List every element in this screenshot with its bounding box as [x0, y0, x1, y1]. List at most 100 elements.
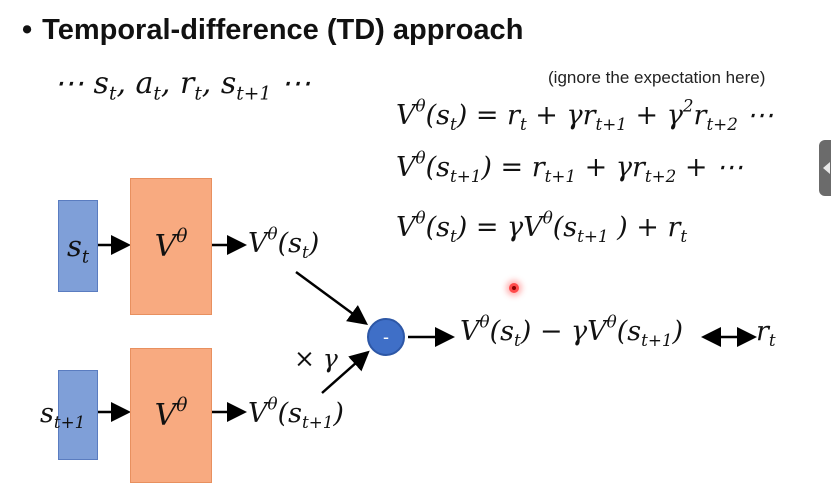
eq1-rhs-b: + γr: [526, 100, 596, 131]
eq1-rhs-tail: ⋯: [737, 100, 774, 131]
eq2-V: V: [396, 152, 416, 183]
eq2-rhs-b: + γr: [576, 152, 645, 183]
eq1-rhs-c-sup: 2: [682, 95, 694, 116]
eq2-rhs-a: = r: [491, 152, 545, 183]
eq1-close: ): [456, 100, 468, 131]
out1-arg: (s: [277, 228, 302, 259]
seq-r: r: [179, 66, 195, 101]
input1-label: st: [66, 229, 89, 266]
eq3-rhs-a: = γV: [467, 212, 543, 243]
input1-sub: t: [81, 246, 90, 268]
input2-label: st+1: [40, 398, 86, 432]
seq-s-next: s: [220, 66, 237, 101]
out2-theta: θ: [267, 393, 278, 414]
value-network-1: Vθ: [130, 178, 212, 315]
eq1-arg: (s: [425, 100, 450, 131]
eq1-rhs-a-sub: t: [519, 113, 527, 134]
net2-label: Vθ: [154, 395, 188, 433]
net2-theta: θ: [176, 395, 188, 417]
res-close: ): [672, 316, 684, 347]
eq1-rhs-b-sub: t+1: [595, 113, 627, 134]
eq1-rhs-c2: r: [693, 100, 707, 131]
out2-arg: (s: [277, 398, 302, 429]
eq3-theta: θ: [415, 207, 426, 228]
gamma-multiplier-label: × γ: [294, 344, 338, 373]
arrow-output1-to-minus: [295, 270, 369, 325]
input-state-t: st: [58, 200, 98, 292]
eq1-V: V: [396, 100, 416, 131]
out1-theta: θ: [267, 223, 278, 244]
out2-close: ): [333, 398, 344, 429]
net1-theta: θ: [176, 226, 188, 248]
side-panel-tab-icon[interactable]: [819, 140, 831, 196]
input1-s: s: [66, 229, 82, 263]
equation-3: Vθ(st) = γVθ(st+1 ) + rt: [396, 209, 688, 246]
eq2-rhs-b-sub: t+2: [644, 165, 677, 186]
title-bullet: •: [22, 14, 33, 46]
laser-pointer-icon: [509, 283, 519, 293]
eq2-arg-sub: t+1: [449, 165, 482, 186]
out2-arg-sub: t+1: [301, 411, 334, 432]
trajectory-sequence: ⋯ st, at, rt, st+1 ⋯: [54, 66, 311, 105]
eq1-arg-sub: t: [449, 113, 457, 134]
input-state-t1: [58, 370, 98, 460]
seq-s: s: [93, 66, 109, 101]
net1-V: V: [154, 229, 177, 264]
minus-node: -: [367, 318, 405, 356]
res-mid: ) − γV: [520, 316, 607, 347]
eq1-rhs-c: + γ: [626, 100, 683, 131]
target-sub: t: [768, 329, 776, 350]
eq2-theta: θ: [415, 147, 426, 168]
eq3-close: ): [456, 212, 468, 243]
eq3-arg: (s: [425, 212, 450, 243]
expectation-note: (ignore the expectation here): [548, 68, 766, 87]
eq3-rhs-tail: ) + r: [608, 212, 681, 243]
eq2-rhs-tail: + ⋯: [676, 152, 744, 183]
page-title: • Temporal-difference (TD) approach: [22, 14, 523, 47]
eq1-rhs-a: = r: [467, 100, 520, 131]
net1-label: Vθ: [154, 226, 188, 264]
input2-sub: t+1: [53, 411, 86, 432]
input2-s: s: [40, 398, 54, 429]
out2-V: V: [248, 398, 268, 429]
res-arg2: (s: [616, 316, 642, 347]
res-arg2-sub: t+1: [641, 329, 673, 350]
res-theta: θ: [479, 311, 490, 332]
eq2-close: ): [481, 152, 492, 183]
out1-close: ): [308, 228, 320, 259]
title-text: Temporal-difference (TD) approach: [42, 14, 524, 46]
res-theta2: θ: [606, 311, 617, 332]
value-network-2: Vθ: [130, 348, 212, 483]
eq3-V: V: [396, 212, 416, 243]
seq-a: a: [135, 66, 154, 101]
reward-target: rt: [756, 316, 776, 350]
eq3-rhs-b-sub: t+1: [577, 225, 609, 246]
ellipsis-left: ⋯: [54, 66, 94, 101]
res-arg: (s: [489, 316, 514, 347]
eq2-arg: (s: [425, 152, 450, 183]
out1-V: V: [248, 228, 268, 259]
output-value-t: Vθ(st): [248, 225, 320, 262]
arrow-output2-to-minus: [321, 350, 370, 394]
target-r: r: [756, 316, 769, 347]
eq3-rhs-tail-sub: t: [680, 225, 688, 246]
net2-V: V: [154, 398, 177, 433]
seq-r-sub: t: [194, 83, 202, 105]
eq3-arg-sub: t: [449, 225, 457, 246]
eq1-theta: θ: [415, 95, 426, 116]
res-V: V: [460, 316, 480, 347]
seq-s-next-sub: t+1: [236, 83, 272, 105]
ellipsis-right: ⋯: [271, 66, 311, 101]
td-difference-result: Vθ(st) − γVθ(st+1): [460, 313, 684, 350]
equation-1: Vθ(st) = rt + γrt+1 + γ2rt+2 ⋯: [396, 97, 774, 134]
equation-2: Vθ(st+1) = rt+1 + γrt+2 + ⋯: [396, 149, 744, 186]
seq-s-sub: t: [108, 83, 117, 105]
out1-arg-sub: t: [301, 241, 309, 262]
eq1-rhs-c-sub: t+2: [706, 113, 738, 134]
eq2-rhs-a-sub: t+1: [544, 165, 577, 186]
output-value-t1: Vθ(st+1): [248, 395, 344, 432]
eq3-rhs-b: (s: [552, 212, 578, 243]
res-arg-sub: t: [513, 329, 521, 350]
seq-a-sub: t: [153, 83, 161, 105]
